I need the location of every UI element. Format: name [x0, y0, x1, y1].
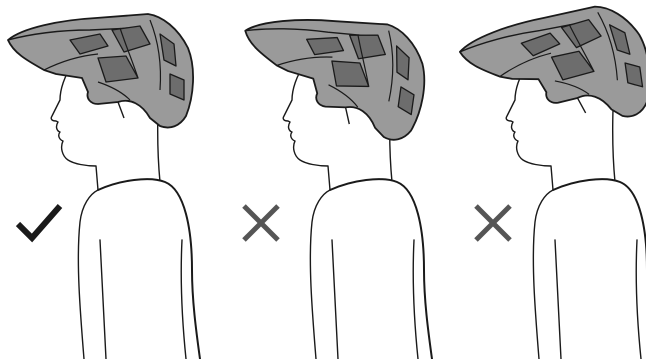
chest-line: [533, 190, 553, 359]
torso-outline: [330, 179, 432, 359]
checkmark-icon: [14, 198, 64, 248]
helmet-strap: [118, 102, 124, 118]
helmet-strap: [577, 97, 585, 114]
helmet-strap: [343, 107, 351, 124]
cross-icon: [236, 198, 286, 248]
arm-line: [555, 240, 561, 359]
chest-line: [310, 190, 330, 359]
figure-panel-2: [232, 0, 447, 359]
helmet-illustration: [233, 5, 432, 143]
checkmark-stroke: [18, 206, 60, 238]
helmet-illustration: [456, 0, 646, 138]
arm-line: [332, 240, 338, 359]
torso-outline: [98, 179, 200, 359]
figure-panel-3: [455, 0, 646, 359]
cross-icon: [468, 198, 518, 248]
helmet-shell: [8, 14, 193, 128]
helmet-shell: [456, 0, 646, 138]
arm-line: [100, 240, 106, 359]
person-with-helmet-illustration: [0, 0, 215, 359]
torso-outline: [553, 179, 646, 359]
chest-line: [78, 190, 98, 359]
person-with-helmet-illustration: [455, 0, 646, 359]
person-with-helmet-illustration: [232, 0, 447, 359]
helmet-illustration: [8, 14, 193, 128]
figure-panel-1: [0, 0, 215, 359]
